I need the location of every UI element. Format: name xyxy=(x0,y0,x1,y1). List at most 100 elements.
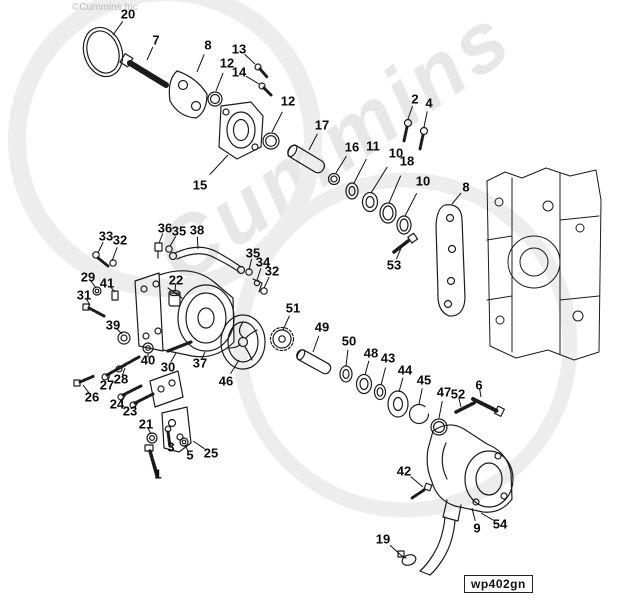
leader-line-39 xyxy=(115,327,123,335)
callout-21: 21 xyxy=(139,417,153,432)
part-snapring-45 xyxy=(408,403,430,425)
callout-8: 8 xyxy=(462,180,469,195)
part-oring-20 xyxy=(82,26,124,78)
leader-line-54 xyxy=(480,512,494,521)
leader-line-53 xyxy=(395,247,402,260)
callout-35: 35 xyxy=(246,246,260,261)
leader-line-50 xyxy=(345,349,349,367)
leader-line-26 xyxy=(82,384,90,394)
callout-5: 5 xyxy=(186,448,193,463)
leader-line-32 xyxy=(263,276,270,289)
callout-32: 32 xyxy=(265,264,279,279)
watermark-rings xyxy=(8,0,578,518)
callout-10: 10 xyxy=(389,146,403,161)
callout-48: 48 xyxy=(364,346,378,361)
part-mount-plate xyxy=(149,370,184,408)
part-oring-12b xyxy=(262,132,280,150)
callout-34: 34 xyxy=(256,255,271,270)
leader-line-20 xyxy=(112,21,124,36)
callout-51: 51 xyxy=(286,301,300,316)
part-shaft-49 xyxy=(296,349,332,375)
leader-line-30 xyxy=(170,352,177,363)
leader-line-49 xyxy=(312,335,320,353)
callout-9: 9 xyxy=(473,521,480,536)
leader-line-36 xyxy=(158,233,164,244)
callout-43: 43 xyxy=(381,351,395,366)
leader-line-45 xyxy=(418,388,423,405)
part-washer-50 xyxy=(339,365,353,383)
leader-line-2 xyxy=(407,105,414,120)
part-bolt-42 xyxy=(410,482,433,500)
leader-line-1 xyxy=(153,460,158,470)
part-washer-32a xyxy=(109,259,117,267)
part-washer-35a xyxy=(165,245,173,253)
part-stud-52 xyxy=(454,401,476,414)
callout-12: 12 xyxy=(220,56,234,71)
part-washer-39 xyxy=(117,331,131,345)
part-bolt-3 xyxy=(164,425,172,449)
exploded-parts-art xyxy=(73,26,602,576)
leader-line-14 xyxy=(245,75,260,85)
leader-line-10 xyxy=(404,193,418,217)
part-gasket-8b xyxy=(435,204,466,317)
leader-line-29 xyxy=(90,280,97,289)
callout-3: 3 xyxy=(167,440,174,455)
part-washer-21 xyxy=(146,432,158,444)
part-fitting-36 xyxy=(154,242,163,259)
part-ring-18 xyxy=(379,202,397,224)
leader-line-48 xyxy=(364,360,370,376)
callout-33: 33 xyxy=(99,229,113,244)
copyright-text: ©Cummins Inc xyxy=(72,2,138,13)
figure-code-label: wp402gn xyxy=(464,575,533,593)
leader-line-24 xyxy=(119,394,127,402)
part-bolt-33 xyxy=(92,251,110,268)
callout-31: 31 xyxy=(77,288,91,303)
callout-46: 46 xyxy=(219,374,233,389)
part-shaft-17 xyxy=(287,144,325,174)
leader-line-9 xyxy=(471,507,476,522)
callout-8: 8 xyxy=(204,38,211,53)
leader-line-25 xyxy=(192,440,205,450)
leader-line-44 xyxy=(398,377,404,393)
leader-line-16 xyxy=(335,155,347,174)
part-ring-10b xyxy=(396,215,412,235)
callout-11: 11 xyxy=(366,139,380,154)
leader-line-21 xyxy=(147,427,152,435)
callout-23: 23 xyxy=(123,404,137,419)
leader-line-51 xyxy=(282,315,290,331)
leader-line-35 xyxy=(248,258,253,271)
part-bolt-1 xyxy=(144,444,159,478)
part-oring-12a xyxy=(207,91,223,107)
part-washer-29 xyxy=(92,286,102,296)
callout-15: 15 xyxy=(193,178,207,193)
callout-17: 17 xyxy=(315,118,329,133)
part-screw-13 xyxy=(254,63,269,79)
engine-block xyxy=(486,167,602,361)
callout-40: 40 xyxy=(141,353,155,368)
part-washer-43 xyxy=(373,383,387,401)
callout-1: 1 xyxy=(154,467,161,482)
leader-line-35 xyxy=(169,235,177,247)
leader-line-47 xyxy=(438,401,443,419)
callout-30: 30 xyxy=(161,360,175,375)
part-ring-16 xyxy=(327,172,341,186)
part-bolt-26 xyxy=(73,374,96,387)
part-plug-41 xyxy=(111,290,119,301)
leader-line-6 xyxy=(479,389,482,398)
leader-line-13 xyxy=(244,53,256,65)
callout-36: 36 xyxy=(158,221,172,236)
leader-line-8 xyxy=(196,54,205,73)
part-adapter-15 xyxy=(218,101,264,160)
callout-2: 2 xyxy=(411,92,418,107)
leader-line-5 xyxy=(184,444,189,452)
callout-20: 20 xyxy=(121,7,135,22)
callout-39: 39 xyxy=(106,318,120,333)
callout-6: 6 xyxy=(475,378,482,393)
part-bolt-31 xyxy=(82,303,106,318)
leader-line-3 xyxy=(168,433,171,443)
callout-38: 38 xyxy=(190,223,204,238)
leader-line-31 xyxy=(85,298,91,306)
leader-line-12 xyxy=(271,111,283,133)
callout-54: 54 xyxy=(493,517,508,532)
